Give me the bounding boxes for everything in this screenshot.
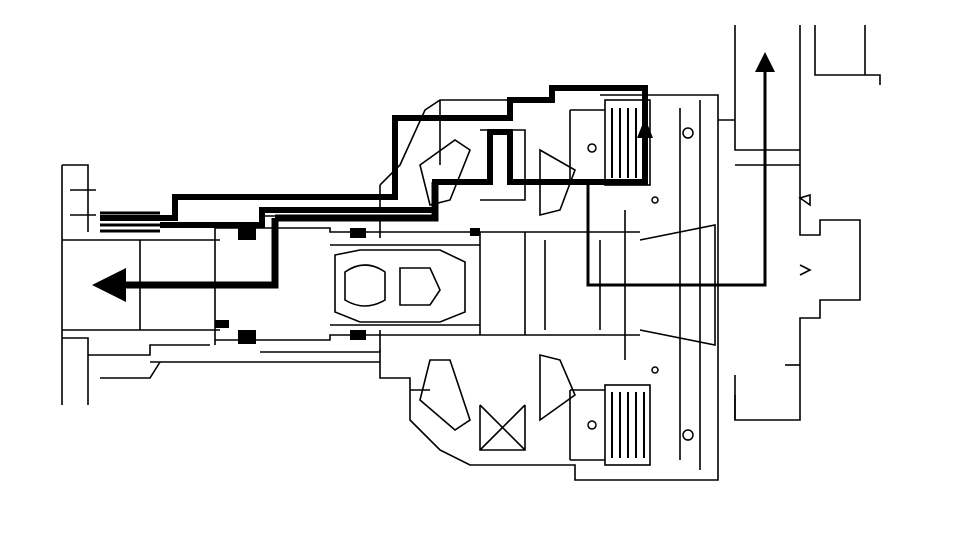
flow-path-lower xyxy=(120,182,439,289)
flow-path-right xyxy=(586,65,767,287)
bearing-circles xyxy=(587,127,694,441)
left-arrow-icon xyxy=(92,268,126,302)
housing-outline xyxy=(61,25,881,481)
arrowheads xyxy=(92,52,775,302)
up-arrow-icon xyxy=(637,118,653,138)
bearing-blocks xyxy=(215,226,480,344)
up-arrow-icon xyxy=(755,52,775,72)
clutch-plates-lower xyxy=(611,392,645,458)
